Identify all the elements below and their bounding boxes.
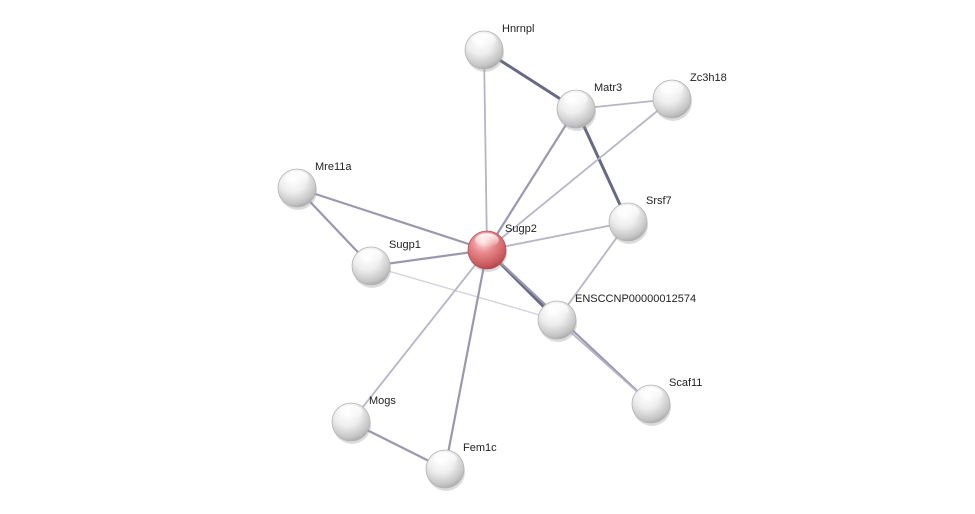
node-mre11a[interactable]: Mre11a [277,161,352,210]
node-highlight [433,452,457,466]
node-label: ENSCCNP00000012574 [575,293,696,305]
node-hnrnpl[interactable]: Hnrnpl [464,23,534,72]
node-zc3h18[interactable]: Zc3h18 [652,72,727,121]
edge-matr3-srsf7 [574,107,630,224]
node-label: Sugp1 [389,239,421,251]
edge-zc3h18-sugp2 [486,98,673,251]
node-highlight [339,405,363,419]
node-highlight [545,303,569,317]
node-highlight [285,171,309,185]
node-highlight [472,33,496,47]
edge-sugp1-ensccnp00000012574 [370,265,558,321]
edge-srsf7-ensccnp00000012574 [556,221,629,321]
edge-matr3-sugp2 [485,107,578,252]
edge-sugp2-fem1c [443,248,489,471]
node-highlight [616,205,640,219]
node-label: Srsf7 [646,195,672,207]
node-scaf11[interactable]: Scaf11 [631,377,702,426]
edge-mre11a-sugp2 [295,186,489,252]
node-label: Matr3 [594,82,622,94]
edge-ensccnp00000012574-scaf11 [556,319,652,405]
edge-srsf7-sugp2 [486,221,629,251]
node-label: Hnrnpl [502,23,534,35]
node-matr3[interactable]: Matr3 [556,82,622,131]
node-srsf7[interactable]: Srsf7 [608,195,672,244]
node-fem1c[interactable]: Fem1c [425,442,497,491]
edge-hnrnpl-sugp2 [483,49,488,251]
node-highlight [359,249,383,263]
node-ensccnp00000012574[interactable]: ENSCCNP00000012574 [537,293,696,342]
node-sugp2[interactable]: Sugp2 [467,223,537,272]
edge-sugp2-mogs [350,249,488,423]
node-highlight [475,233,499,247]
edge-sugp1-sugp2 [369,248,489,268]
node-sugp1[interactable]: Sugp1 [351,239,421,288]
node-mogs[interactable]: Mogs [331,395,396,444]
node-highlight [660,82,684,96]
node-label: Zc3h18 [690,72,727,84]
node-label: Mre11a [315,161,352,173]
node-label: Mogs [369,395,396,407]
node-label: Sugp2 [505,223,537,235]
node-label: Fem1c [463,442,497,454]
node-highlight [564,92,588,106]
node-highlight [639,387,663,401]
node-label: Scaf11 [669,377,702,389]
